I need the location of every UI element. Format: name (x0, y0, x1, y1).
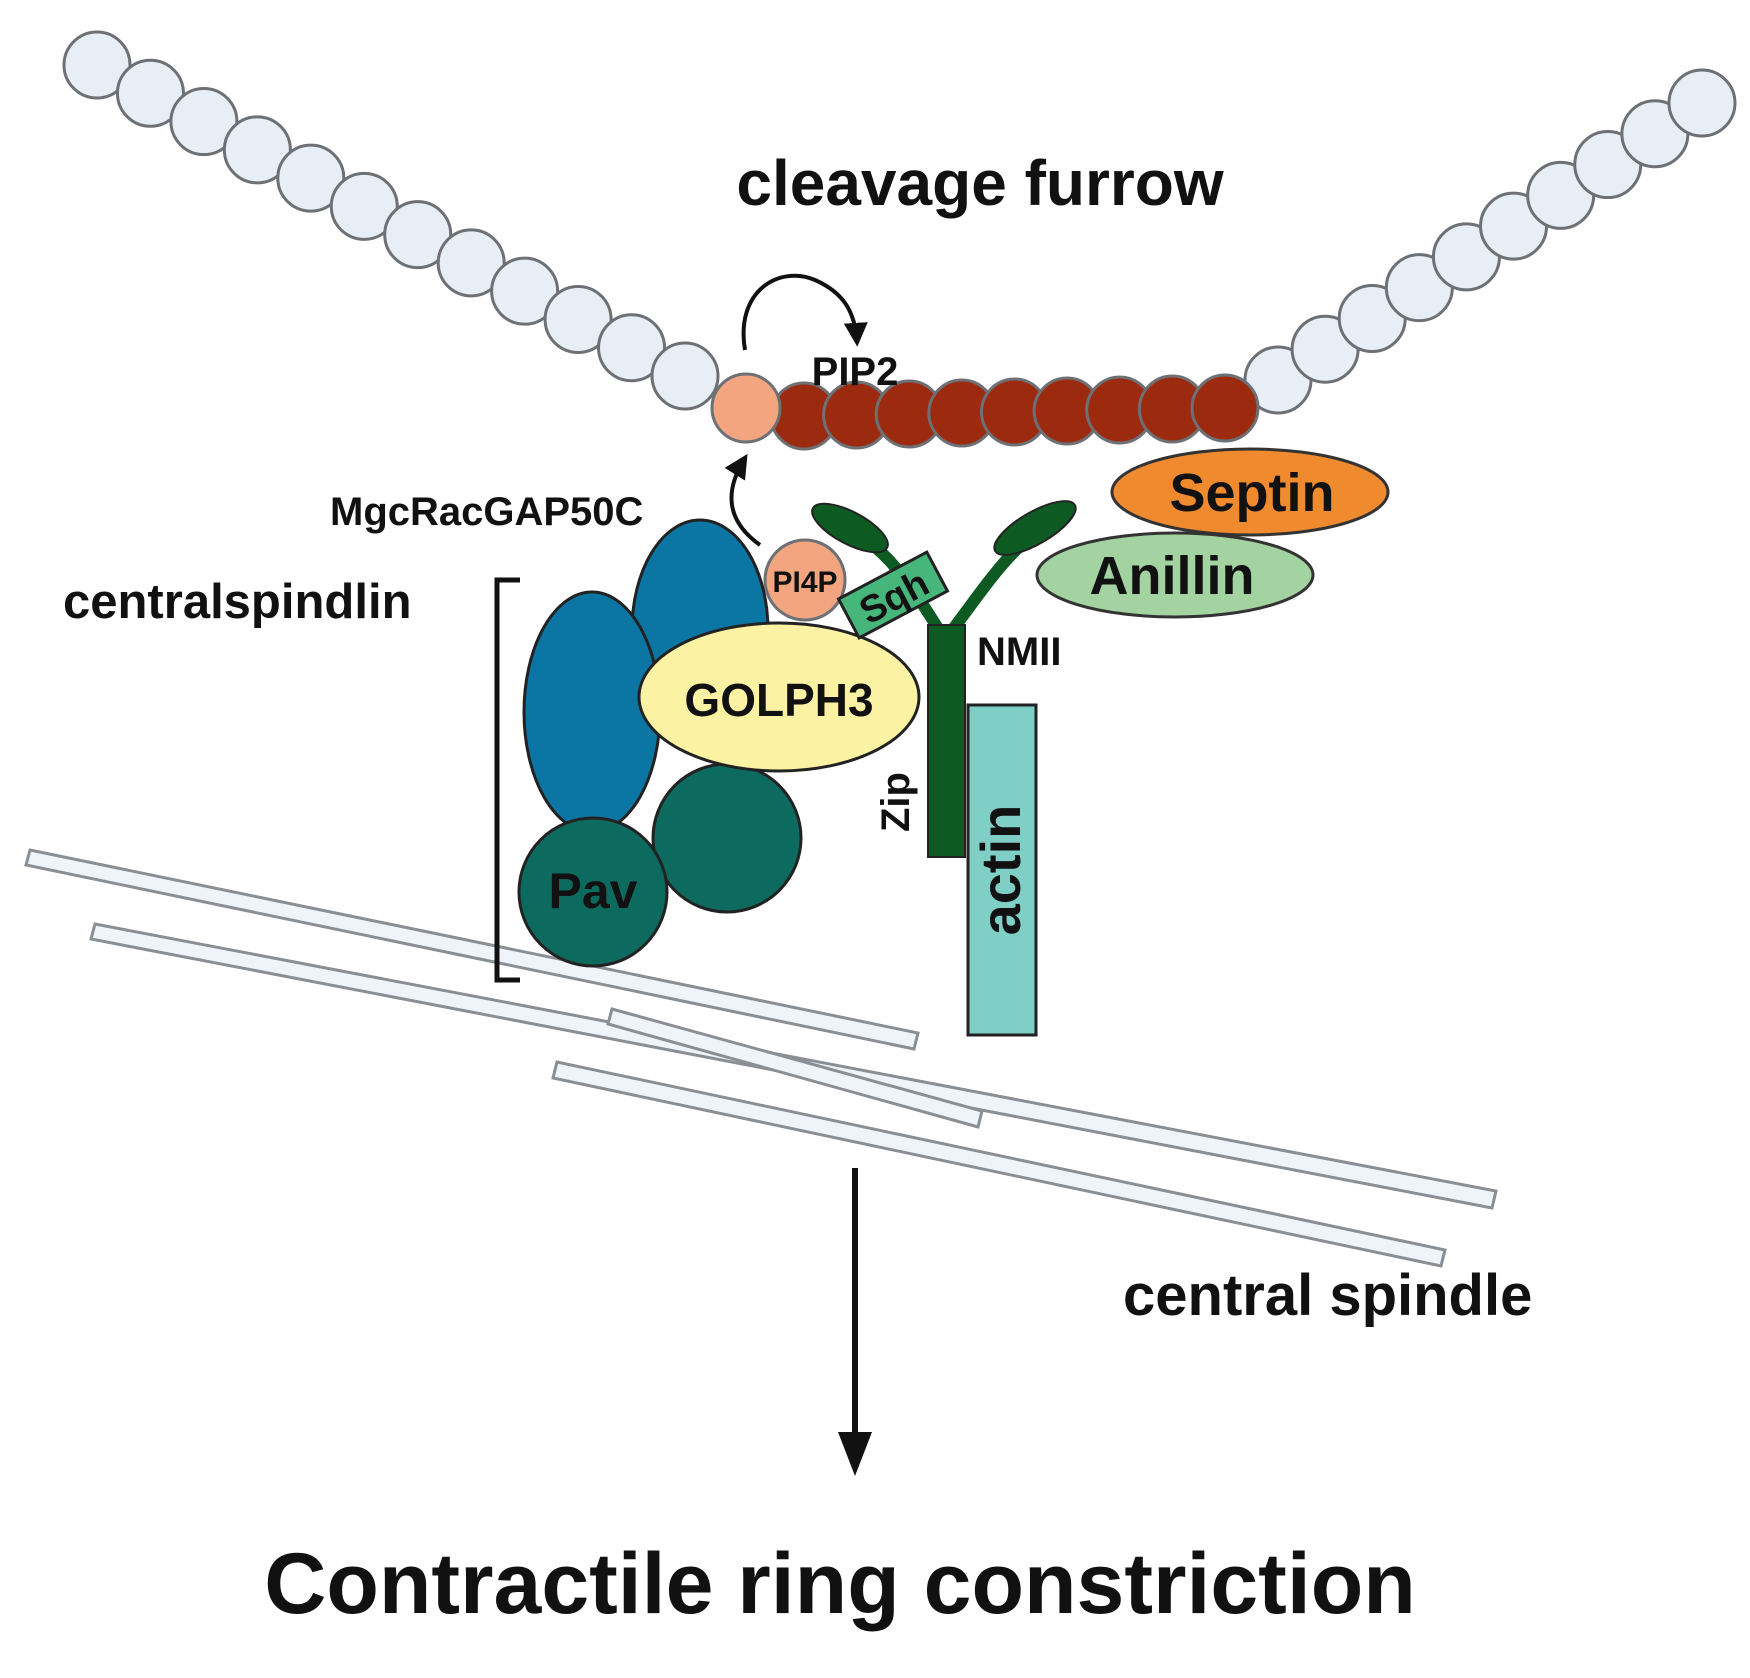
anillin-label: Anillin (1090, 546, 1255, 606)
pav-label: Pav (549, 863, 638, 919)
golph3-shape (637, 621, 921, 773)
nmii-head-left (811, 502, 889, 554)
membrane-bead (543, 284, 613, 354)
outcome-label: Contractile ring constriction (264, 1536, 1416, 1632)
nmii-tail (927, 624, 966, 858)
centralspindlin-label: centralspindlin (63, 575, 412, 629)
membrane-left (62, 30, 720, 411)
microtubule (606, 1007, 984, 1129)
golph3-label: GOLPH3 (684, 674, 873, 726)
membrane-bead (650, 341, 720, 411)
membrane-right (1243, 68, 1737, 415)
membrane-bead (329, 171, 399, 241)
central-spindle-label: central spindle (1123, 1263, 1532, 1328)
pav-subunit-right (651, 762, 803, 914)
membrane-bead (383, 200, 453, 270)
membrane-bead (222, 115, 292, 185)
pav-subunit-left (517, 816, 669, 968)
central-spindle-microtubules (24, 848, 1498, 1268)
cleavage-furrow-label: cleavage furrow (736, 147, 1224, 219)
nmii-myosin (811, 500, 1077, 858)
membrane-bead (597, 313, 667, 383)
down-arrow-head (838, 1432, 872, 1476)
membrane-bead (1667, 68, 1737, 138)
microtubule (24, 848, 920, 1051)
pi4p-bead-membrane (710, 372, 782, 444)
pip2-label: PIP2 (812, 350, 899, 394)
actin-label: actin (969, 805, 1032, 936)
curved-arrow-icon (741, 273, 868, 351)
actin-filament (966, 703, 1038, 1037)
curved-arrow-icon (724, 453, 762, 547)
membrane-bead (490, 256, 560, 326)
pi4p-bound-bead (763, 538, 847, 622)
membrane-bead (115, 58, 185, 128)
membrane-bead (169, 87, 239, 157)
centralspindlin-bracket (494, 577, 520, 983)
septin-label: Septin (1169, 463, 1334, 523)
zip-label: Zip (874, 772, 918, 832)
pip2-bead-row (769, 373, 1260, 451)
microtubule (551, 1060, 1447, 1268)
septin-shape (1110, 447, 1390, 537)
pip2-bead (1190, 373, 1260, 443)
pi4p-label: PI4P (772, 566, 837, 599)
anillin-shape (1035, 531, 1315, 619)
nmii-label: NMII (977, 630, 1061, 674)
mgcracgap50c-label: MgcRacGAP50C (330, 490, 643, 534)
membrane-bead (276, 143, 346, 213)
membrane-bead (436, 228, 506, 298)
nmii-head-right (993, 500, 1077, 556)
sqh-box (836, 550, 950, 640)
membrane-bead (62, 30, 132, 100)
mgcracgap-subunit-left (522, 590, 662, 834)
